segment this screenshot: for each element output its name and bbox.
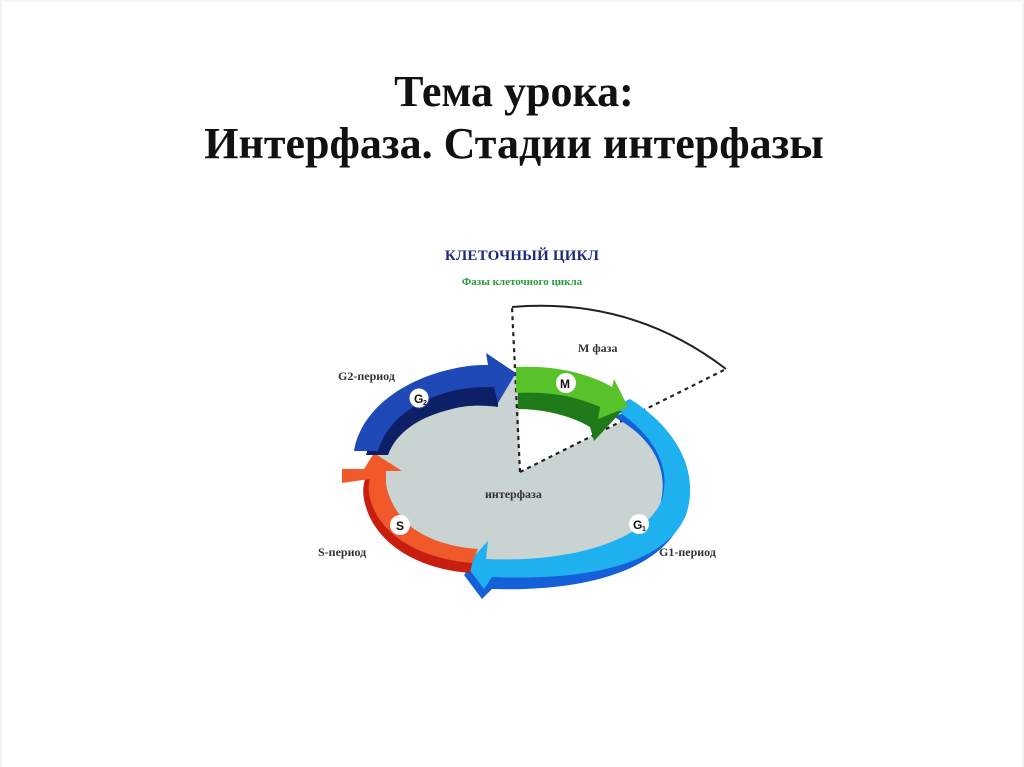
s-period-label: S-период [318, 545, 367, 559]
svg-text:G: G [633, 518, 642, 532]
m-arrow-shade [518, 388, 622, 441]
g2-arrow [354, 353, 516, 451]
interphase-label: интерфаза [485, 487, 542, 501]
svg-text:2: 2 [423, 400, 427, 407]
m-phase-label: М фаза [578, 341, 618, 355]
m-phase-arc [511, 304, 727, 370]
g1-period-label: G1-период [659, 545, 716, 559]
diagram-title: КЛЕТОЧНЫЙ ЦИКЛ [444, 248, 600, 264]
slide-title-line-1: Тема урока: [394, 67, 634, 116]
g2-badge: G 2 [408, 387, 430, 409]
m-phase-wedge [516, 307, 724, 472]
g1-badge: G 1 [629, 514, 649, 534]
svg-text:S: S [396, 519, 404, 533]
m-arrow [516, 366, 628, 419]
slide-title-line-2: Интерфаза. Стадии интерфазы [204, 119, 824, 168]
g2-arrow-shade [366, 377, 498, 455]
cell-cycle-graphic: G 2 M S G 1 [342, 304, 727, 599]
svg-text:G: G [414, 392, 423, 406]
cell-cycle-diagram: КЛЕТОЧНЫЙ ЦИКЛ Фазы клеточного цикла [302, 237, 752, 607]
s-badge: S [390, 515, 410, 535]
svg-text:M: M [560, 377, 570, 391]
m-badge: M [556, 373, 576, 393]
s-arrow [342, 453, 478, 563]
diagram-subtitle: Фазы клеточного цикла [461, 276, 583, 288]
g1-arrow [466, 399, 691, 589]
svg-text:1: 1 [642, 526, 646, 533]
g2-period-label: G2-период [338, 369, 395, 383]
slide-title: Тема урока: Интерфаза. Стадии интерфазы [2, 66, 1024, 170]
